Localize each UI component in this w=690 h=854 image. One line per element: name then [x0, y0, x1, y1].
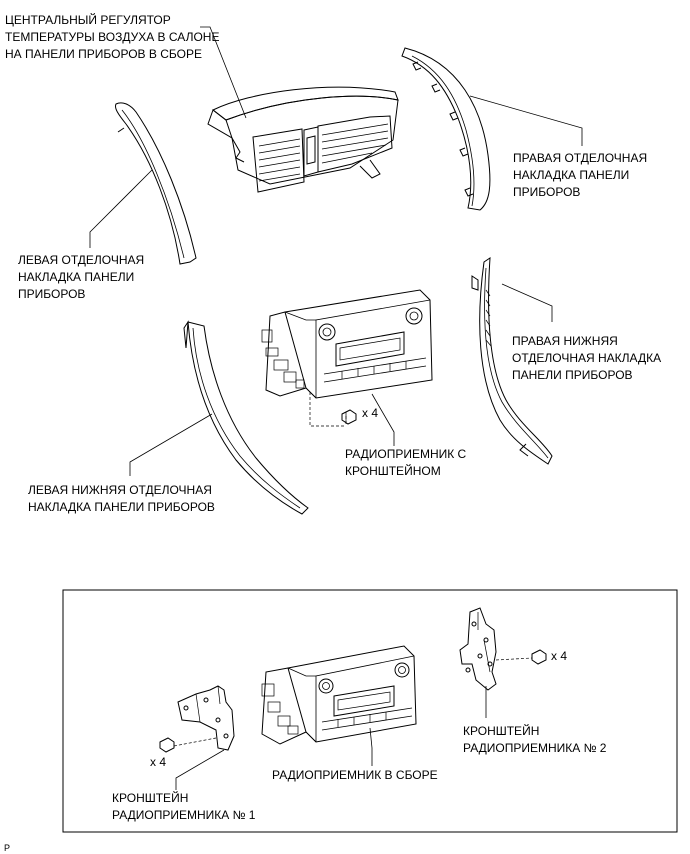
label-left-finish: ЛЕВАЯ ОТДЕЛОЧНАЯ НАКЛАДКА ПАНЕЛИ ПРИБОРО…	[18, 252, 144, 303]
screw-top-icon	[341, 409, 357, 425]
screw-bracket-right-icon	[531, 649, 547, 665]
label-line: ПРИБОРОВ	[18, 287, 86, 301]
label-bracket-no1: КРОНШТЕЙН РАДИОПРИЕМНИКА № 1	[112, 790, 255, 824]
leader-left-lower-finish	[129, 413, 213, 476]
screw-bracket-left-icon	[159, 737, 175, 753]
label-line: НАКЛАДКА ПАНЕЛИ	[18, 270, 135, 284]
label-line: НАКЛАДКА ПАНЕЛИ ПРИБОРОВ	[28, 500, 215, 514]
radio-assembly-part	[261, 645, 417, 745]
label-right-lower-finish: ПРАВАЯ НИЖНЯЯ ОТДЕЛОЧНАЯ НАКЛАДКА ПАНЕЛИ…	[512, 333, 661, 384]
label-center-register: ЦЕНТРАЛЬНЫЙ РЕГУЛЯТОР ТЕМПЕРАТУРЫ ВОЗДУХ…	[5, 12, 219, 63]
left-lower-finish-panel-part	[183, 320, 309, 515]
screw-dashed-top	[309, 392, 347, 427]
radio-with-bracket-part	[261, 289, 433, 399]
screw-count-bracket-left: x 4	[150, 755, 167, 769]
label-line: КРОНШТЕЙН	[112, 791, 189, 805]
reference-mark: P	[4, 843, 11, 853]
label-right-finish: ПРАВАЯ ОТДЕЛОЧНАЯ НАКЛАДКА ПАНЕЛИ ПРИБОР…	[513, 150, 647, 201]
leader-center-register	[200, 26, 247, 119]
left-finish-panel-part	[115, 102, 197, 265]
label-line: РАДИОПРИЕМНИКА № 2	[463, 741, 607, 755]
label-line: ЦЕНТРАЛЬНЫЙ РЕГУЛЯТОР	[5, 13, 171, 27]
label-line: ПАНЕЛИ ПРИБОРОВ	[512, 368, 633, 382]
leader-right-finish	[469, 95, 583, 146]
label-left-lower-finish: ЛЕВАЯ НИЖНЯЯ ОТДЕЛОЧНАЯ НАКЛАДКА ПАНЕЛИ …	[28, 482, 215, 516]
label-line: РАДИОПРИЕМНИКА № 1	[112, 808, 256, 822]
label-bracket-no2: КРОНШТЕЙН РАДИОПРИЕМНИКА № 2	[463, 723, 606, 757]
label-line: ЛЕВАЯ НИЖНЯЯ ОТДЕЛОЧНАЯ	[28, 483, 212, 497]
label-line: РАДИОПРИЕМНИК С	[345, 447, 467, 461]
screw-dashed-right	[495, 657, 533, 661]
label-line: ОТДЕЛОЧНАЯ НАКЛАДКА	[512, 351, 662, 365]
center-air-register-part	[207, 86, 399, 193]
leader-bracket-no1	[175, 749, 225, 790]
label-radio-assembly: РАДИОПРИЕМНИК В СБОРЕ	[272, 767, 438, 784]
radio-bracket-no1-part	[177, 685, 235, 751]
radio-bracket-no2-part	[459, 607, 497, 691]
label-line: ТЕМПЕРАТУРЫ ВОЗДУХА В САЛОНЕ	[5, 30, 220, 44]
right-lower-finish-panel-part	[471, 257, 553, 465]
label-line: ПРАВАЯ НИЖНЯЯ	[512, 334, 618, 348]
label-line: ПРИБОРОВ	[513, 185, 581, 199]
inset-frame	[62, 589, 678, 833]
label-line: ЛЕВАЯ ОТДЕЛОЧНАЯ	[18, 253, 145, 267]
label-line: КРОНШТЕЙН	[463, 724, 540, 738]
screw-count-bracket-right: x 4	[551, 649, 568, 663]
label-radio-with-bracket: РАДИОПРИЕМНИК С КРОНШТЕЙНОМ	[345, 446, 466, 480]
leader-left-finish	[89, 169, 153, 248]
leader-right-lower-finish	[501, 283, 553, 322]
label-line: НАКЛАДКА ПАНЕЛИ	[513, 168, 630, 182]
label-line: РАДИОПРИЕМНИК В СБОРЕ	[272, 768, 438, 782]
label-line: КРОНШТЕЙНОМ	[345, 464, 441, 478]
leader-radio-assembly	[369, 727, 373, 766]
leader-radio-with-bracket	[371, 393, 395, 446]
screw-dashed-left	[173, 737, 217, 747]
screw-count-top: x 4	[362, 406, 379, 420]
right-finish-panel-part	[401, 47, 491, 211]
label-line: ПРАВАЯ ОТДЕЛОЧНАЯ	[513, 151, 648, 165]
label-line: НА ПАНЕЛИ ПРИБОРОВ В СБОРЕ	[5, 47, 202, 61]
